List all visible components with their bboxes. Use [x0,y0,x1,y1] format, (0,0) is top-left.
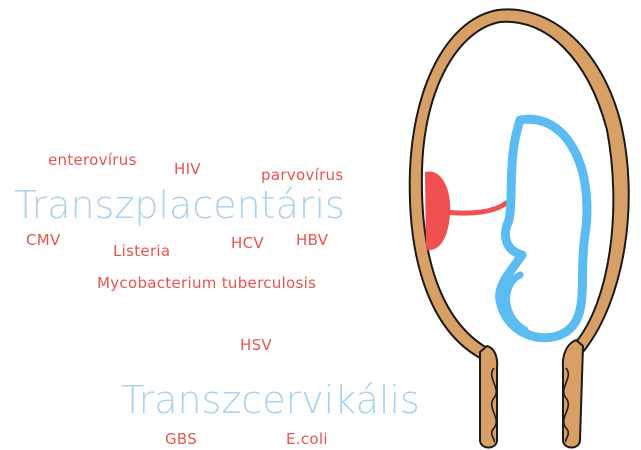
umbilical-cord [446,203,506,213]
cervix-right [563,340,583,448]
fetus-body [500,119,587,337]
